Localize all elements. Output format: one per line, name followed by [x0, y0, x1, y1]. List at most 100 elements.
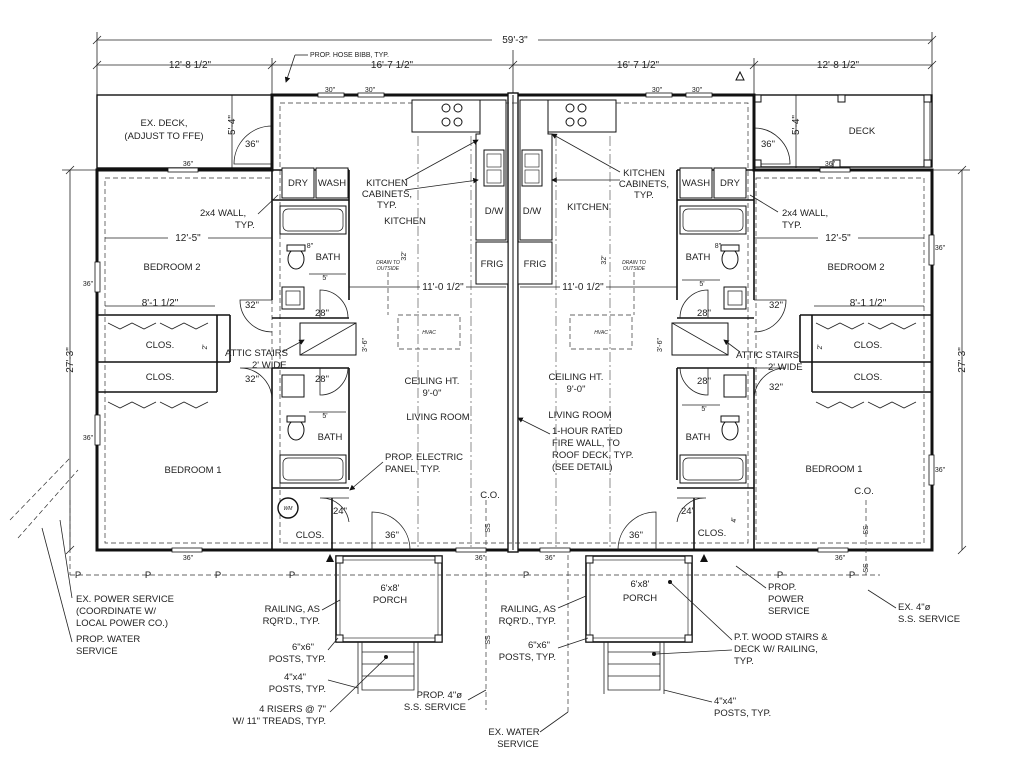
svg-text:6"x6": 6"x6"	[292, 642, 314, 653]
svg-text:2' WIDE: 2' WIDE	[252, 360, 287, 371]
svg-text:SS: SS	[485, 635, 492, 645]
svg-text:CLOS.: CLOS.	[854, 372, 883, 383]
hose-bibb-note: PROP. HOSE BIBB, TYP.	[284, 52, 745, 83]
svg-text:POSTS, TYP.: POSTS, TYP.	[269, 684, 326, 695]
svg-text:BEDROOM 2: BEDROOM 2	[827, 262, 884, 273]
svg-text:32": 32"	[245, 374, 259, 385]
deck-right: DECK 36"	[753, 94, 933, 168]
svg-text:LOCAL POWER CO.): LOCAL POWER CO.)	[76, 618, 168, 629]
svg-text:4"x4": 4"x4"	[284, 672, 306, 683]
svg-text:28": 28"	[697, 308, 711, 319]
svg-text:2': 2'	[202, 344, 209, 349]
svg-text:EX. 4"ø: EX. 4"ø	[898, 602, 931, 613]
svg-text:2x4 WALL,: 2x4 WALL,	[782, 208, 828, 219]
svg-text:30": 30"	[365, 87, 376, 94]
svg-text:8'-1 1/2": 8'-1 1/2"	[142, 298, 179, 309]
svg-text:P: P	[289, 570, 295, 581]
svg-text:PROP. HOSE BIBB, TYP.: PROP. HOSE BIBB, TYP.	[310, 52, 389, 59]
svg-text:11'-0 1/2": 11'-0 1/2"	[422, 282, 464, 293]
svg-text:6"x6": 6"x6"	[528, 640, 550, 651]
deck-right-width: 12'-8 1/2"	[817, 60, 860, 71]
svg-text:SS: SS	[863, 563, 870, 573]
svg-text:SS: SS	[485, 523, 492, 533]
svg-text:CLOS.: CLOS.	[296, 530, 325, 541]
svg-text:32': 32'	[601, 255, 608, 264]
svg-text:4': 4'	[731, 517, 738, 522]
svg-text:28": 28"	[315, 374, 329, 385]
svg-text:36": 36"	[545, 555, 556, 562]
overall-dimension: 59'-3"	[92, 32, 937, 95]
svg-text:2' WIDE: 2' WIDE	[768, 362, 803, 373]
svg-text:FRIG: FRIG	[481, 259, 504, 270]
svg-text:(COORDINATE W/: (COORDINATE W/	[76, 606, 156, 617]
svg-text:32": 32"	[769, 300, 783, 311]
svg-text:D/W: D/W	[523, 206, 542, 217]
left-unit-interior: DRY WASH BATH 5' 8" BATH 5' 3'-6" 32" 3	[97, 99, 509, 551]
svg-text:36": 36"	[245, 139, 259, 150]
svg-text:4 RISERS @ 7": 4 RISERS @ 7"	[259, 704, 326, 715]
hose-bibb-bottom-left-icon	[326, 554, 334, 562]
depth-left: 27'-3"	[65, 347, 76, 373]
svg-text:SERVICE: SERVICE	[768, 606, 810, 617]
svg-text:W/ 11" TREADS, TYP.: W/ 11" TREADS, TYP.	[233, 716, 326, 727]
svg-text:BATH: BATH	[686, 252, 711, 263]
svg-text:30": 30"	[692, 87, 703, 94]
svg-text:C.O.: C.O.	[480, 490, 500, 501]
svg-text:5': 5'	[701, 406, 706, 413]
svg-text:ROOF DECK, TYP.: ROOF DECK, TYP.	[552, 450, 633, 461]
door-32-bed1	[239, 367, 273, 401]
svg-text:32": 32"	[769, 382, 783, 393]
svg-text:POWER: POWER	[768, 594, 804, 605]
svg-text:CEILING HT.: CEILING HT.	[405, 376, 460, 387]
svg-text:ATTIC STAIRS: ATTIC STAIRS	[736, 350, 799, 361]
svg-text:SERVICE: SERVICE	[76, 646, 118, 657]
svg-text:DECK W/ RAILING,: DECK W/ RAILING,	[734, 644, 818, 655]
svg-text:P: P	[145, 570, 151, 581]
svg-text:12'-5": 12'-5"	[825, 233, 851, 244]
svg-text:36": 36"	[835, 555, 846, 562]
segment-dimensions: 12'-8 1/2" 16'-7 1/2" 16'-7 1/2" 12'-8 1…	[92, 50, 937, 95]
svg-text:1-HOUR RATED: 1-HOUR RATED	[552, 426, 623, 437]
svg-text:3'-6": 3'-6"	[657, 338, 664, 352]
svg-text:(SEE DETAIL): (SEE DETAIL)	[552, 462, 613, 473]
window-labels: 30" 30" 30" 30" 36" 36" 36" 36" 36" 36" …	[83, 87, 946, 562]
svg-text:P: P	[215, 570, 221, 581]
svg-text:4"x4": 4"x4"	[714, 696, 736, 707]
svg-text:5'-4": 5'-4"	[791, 115, 802, 135]
svg-text:TYP.: TYP.	[634, 190, 654, 201]
ex-deck-left: EX. DECK, (ADJUST TO FFE) 36"	[96, 94, 273, 169]
svg-text:5': 5'	[322, 275, 327, 282]
utility-lines: P P P P P P P C.O. SS SS SS SS	[9, 457, 880, 715]
door-32-bed2	[239, 299, 273, 333]
svg-text:PROP. WATER: PROP. WATER	[76, 634, 140, 645]
svg-text:S.S. SERVICE: S.S. SERVICE	[404, 702, 466, 713]
svg-text:6'x8': 6'x8'	[631, 579, 650, 590]
svg-text:P: P	[849, 570, 855, 581]
svg-text:DRY: DRY	[720, 178, 741, 189]
overall-width-label: 59'-3"	[502, 35, 528, 46]
svg-text:36": 36"	[761, 139, 775, 150]
svg-text:BEDROOM 1: BEDROOM 1	[805, 464, 862, 475]
deck-left-width: 12'-8 1/2"	[169, 60, 212, 71]
svg-text:36": 36"	[935, 245, 946, 252]
svg-text:9'-0": 9'-0"	[567, 384, 586, 395]
svg-text:2x4 WALL,: 2x4 WALL,	[200, 208, 246, 219]
svg-text:SS: SS	[863, 525, 870, 535]
svg-text:30": 30"	[652, 87, 663, 94]
svg-text:DRAIN TO: DRAIN TO	[622, 260, 646, 266]
svg-text:CLOS.: CLOS.	[854, 340, 883, 351]
svg-text:SERVICE: SERVICE	[497, 739, 539, 750]
unit-left-width: 16'-7 1/2"	[371, 60, 414, 71]
svg-text:PROP. 4"ø: PROP. 4"ø	[417, 690, 463, 701]
svg-text:36": 36"	[83, 435, 94, 442]
svg-text:HVAC: HVAC	[422, 330, 436, 336]
svg-text:ATTIC STAIRS: ATTIC STAIRS	[225, 348, 288, 359]
hose-bibb-bottom-right-icon	[700, 554, 708, 562]
svg-text:8'-1 1/2": 8'-1 1/2"	[850, 298, 887, 309]
svg-text:S.S. SERVICE: S.S. SERVICE	[898, 614, 960, 625]
svg-text:5'-4": 5'-4"	[227, 115, 238, 135]
svg-text:5': 5'	[699, 281, 704, 288]
svg-text:CLOS.: CLOS.	[146, 372, 175, 383]
svg-text:TYP.: TYP.	[377, 200, 397, 211]
svg-text:3'-6": 3'-6"	[362, 338, 369, 352]
